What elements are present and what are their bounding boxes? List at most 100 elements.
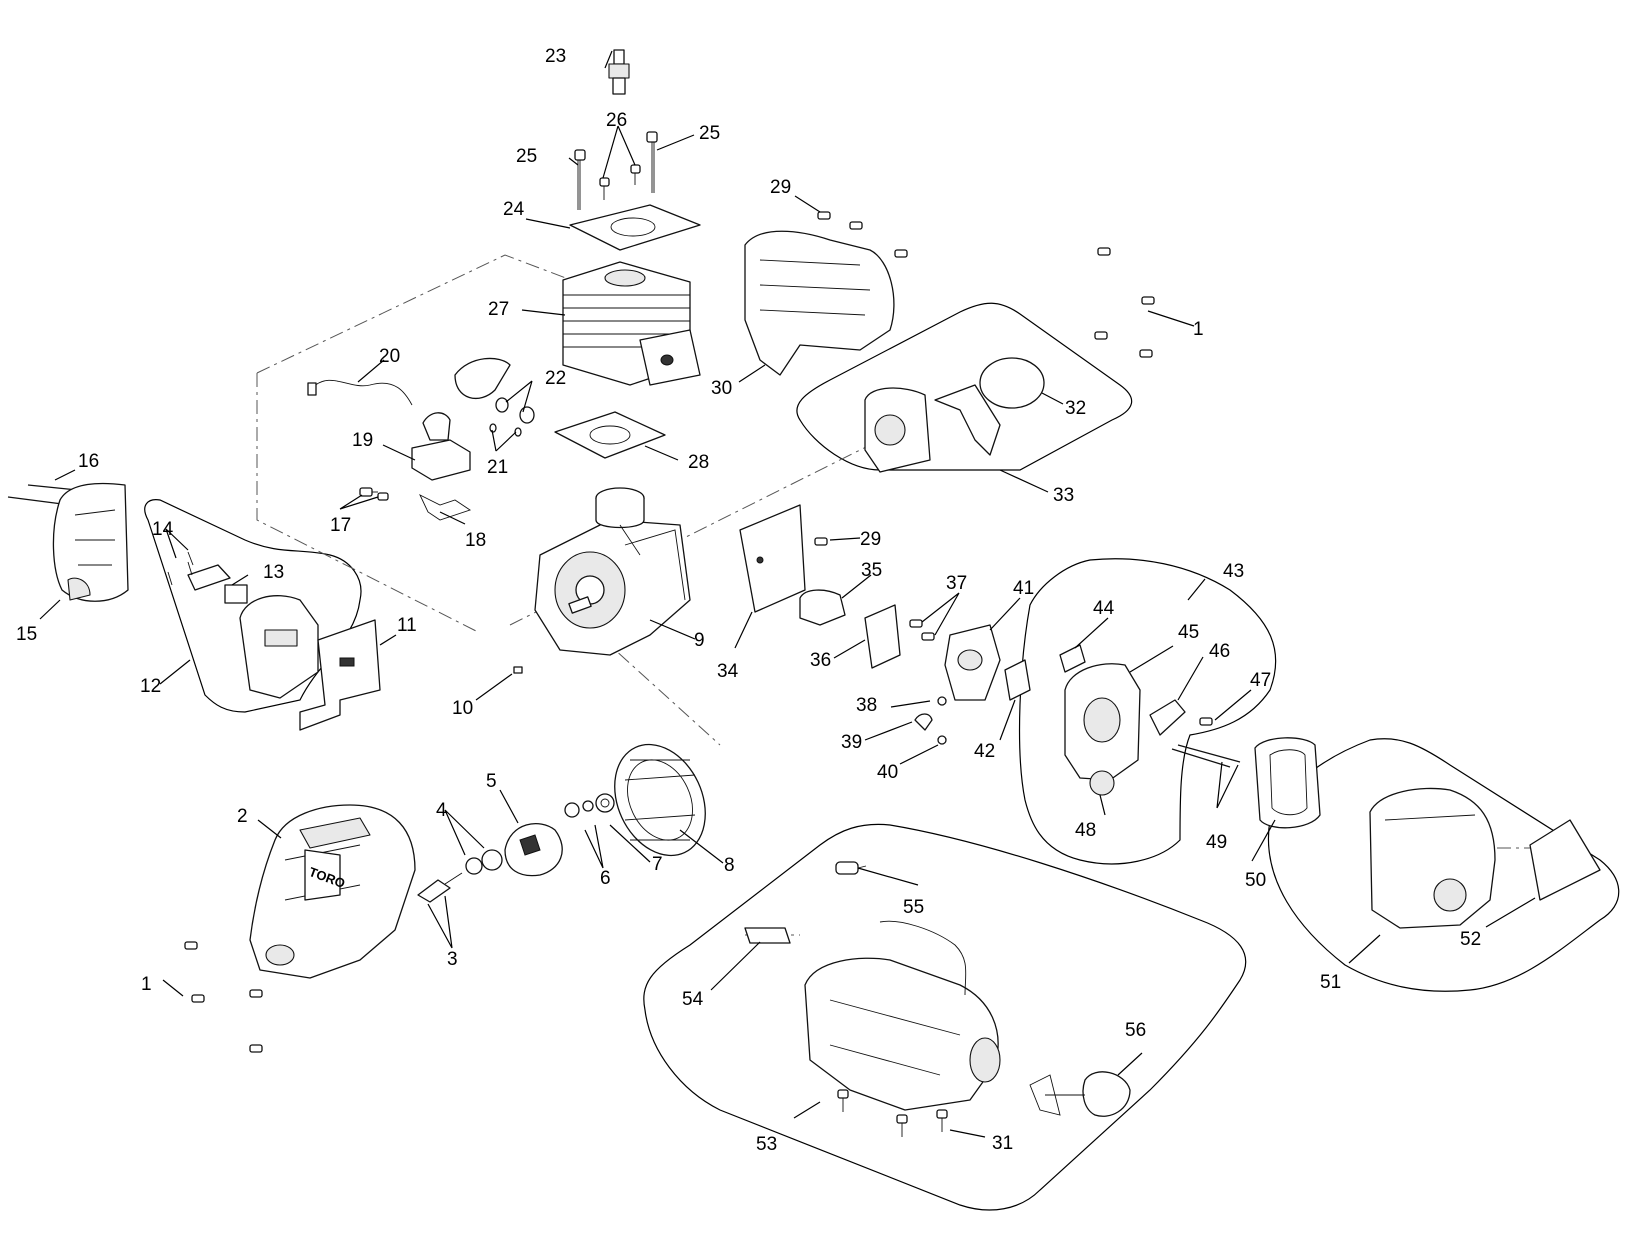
spark-plug [608, 49, 630, 95]
callout-29: 29 [770, 177, 791, 198]
callout-12: 12 [140, 676, 161, 697]
clutch [504, 822, 563, 877]
callout-35: 35 [861, 560, 882, 581]
heat-shield [299, 619, 381, 731]
crankcase [534, 519, 691, 656]
callout-3: 3 [447, 949, 458, 970]
callout-8: 8 [724, 855, 735, 876]
callout-44: 44 [1093, 598, 1115, 619]
intake-screw [814, 537, 828, 546]
ignition-coil [411, 412, 471, 481]
cylinder-cover [744, 230, 895, 376]
cylinder-bolt [646, 131, 658, 193]
filter-gasket [1149, 699, 1186, 736]
callout-54: 54 [682, 989, 704, 1010]
callout-5: 5 [486, 771, 497, 792]
callout-13: 13 [263, 562, 284, 583]
group-outlines [144, 302, 1620, 1211]
spark-plug-boot [454, 357, 511, 399]
muffler [239, 595, 319, 699]
insulator [799, 589, 846, 626]
crankcase-pin [513, 666, 523, 674]
group-outline-51 [1268, 738, 1620, 992]
starter-label [979, 357, 1045, 409]
filter-cover-label [1529, 819, 1601, 901]
air-filter-cover [1369, 787, 1496, 929]
callout-labels: 1 1 2 3 4 5 6 7 8 9 10 11 12 13 14 15 16… [16, 46, 1481, 1155]
callout-43: 43 [1223, 561, 1244, 582]
callout-27: 27 [488, 299, 509, 320]
callout-40: 40 [877, 762, 898, 783]
callout-41: 41 [1013, 578, 1034, 599]
flywheel [614, 743, 706, 857]
callout-37: 37 [946, 573, 967, 594]
callout-21: 21 [487, 457, 508, 478]
callout-19: 19 [352, 430, 373, 451]
leader-lines [39, 50, 1536, 1138]
base-gasket [554, 411, 666, 459]
group-outline-33 [796, 302, 1133, 471]
callout-16: 16 [78, 451, 99, 472]
callout-36: 36 [810, 650, 831, 671]
callout-2: 2 [237, 806, 248, 827]
callout-17: 17 [330, 515, 351, 536]
washers [489, 397, 535, 437]
recoil-starter [864, 384, 1001, 473]
callout-56: 56 [1125, 1020, 1146, 1041]
fuel-tank-label [744, 927, 791, 944]
callout-20: 20 [379, 346, 400, 367]
cylinder-bolt [574, 149, 586, 210]
callout-11: 11 [397, 615, 417, 636]
group-outline-43 [1018, 558, 1277, 865]
callout-47: 47 [1250, 670, 1271, 691]
callout-38: 38 [856, 695, 877, 716]
fuel-cap [1029, 1071, 1131, 1117]
primer-bulb [1089, 770, 1115, 796]
callout-52: 52 [1460, 929, 1481, 950]
flywheel-washers [564, 800, 594, 818]
air-filter-element [1254, 737, 1321, 829]
callout-1: 1 [1193, 319, 1204, 340]
muffler-plate [167, 551, 231, 591]
callout-15: 15 [16, 624, 37, 645]
callout-9: 9 [694, 630, 705, 651]
callout-10: 10 [452, 698, 473, 719]
callout-45: 45 [1178, 622, 1199, 643]
callout-25: 25 [516, 146, 537, 167]
callout-26: 26 [606, 110, 627, 131]
callout-33: 33 [1053, 485, 1074, 506]
callout-48: 48 [1075, 820, 1096, 841]
callout-4: 4 [436, 800, 447, 821]
group-outline-53 [643, 823, 1247, 1211]
coil-screw [359, 487, 389, 501]
fuel-line [879, 920, 967, 996]
flywheel-nut [595, 793, 615, 813]
wire-clip [419, 494, 472, 521]
callout-29: 29 [860, 529, 881, 550]
air-filter-base [1064, 663, 1141, 781]
group-outline-12 [144, 499, 362, 713]
callout-31: 31 [992, 1133, 1013, 1154]
callout-23: 23 [545, 46, 566, 67]
callout-24: 24 [503, 199, 525, 220]
carb-gasket [864, 604, 901, 669]
alignment-line [669, 439, 881, 546]
callout-28: 28 [688, 452, 709, 473]
callout-53: 53 [756, 1134, 777, 1155]
intake-plate [739, 504, 806, 613]
callout-14: 14 [152, 519, 174, 540]
choke-tube [1059, 644, 1086, 673]
clutch-washers [465, 849, 503, 875]
alignment-lines [256, 254, 1530, 936]
callout-18: 18 [465, 530, 486, 551]
callout-49: 49 [1206, 832, 1227, 853]
muffler-gasket [224, 584, 248, 604]
callout-6: 6 [600, 868, 611, 889]
clutch-bolt [417, 872, 463, 903]
cylinder [562, 261, 701, 386]
callout-51: 51 [1320, 972, 1341, 993]
clamp-and-hose [914, 696, 947, 745]
callout-34: 34 [717, 661, 739, 682]
callout-50: 50 [1245, 870, 1266, 891]
